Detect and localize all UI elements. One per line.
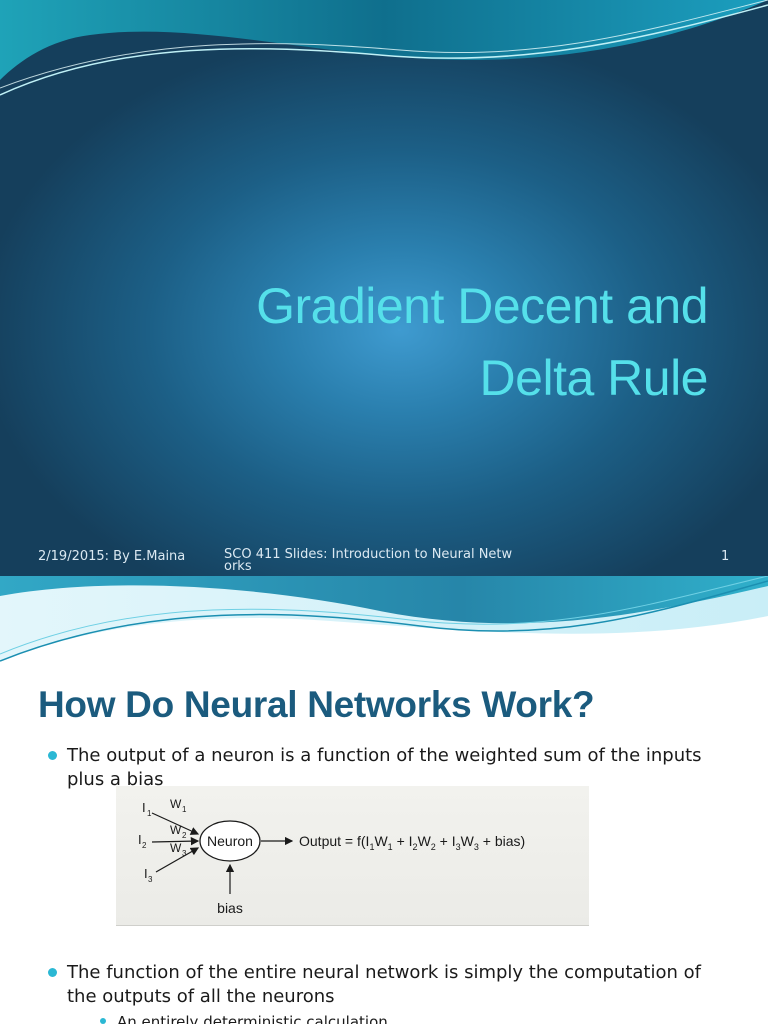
svg-text:3: 3 [182,849,187,858]
neuron-diagram: I 1 I 2 I 3 W 1 W 2 W 3 Neuron bias [116,786,589,926]
sub-bullet-icon [100,1018,106,1024]
bias-label: bias [217,900,243,916]
neuron-node [199,820,261,862]
bullet-text: The output of a neuron is a function of … [67,745,702,790]
input-label-i3: I [144,866,148,881]
input-arrow [151,836,200,846]
slide-title: Gradient Decent and Delta Rule [88,270,708,414]
bullet-icon [48,751,57,760]
footer-course: SCO 411 Slides: Introduction to Neural N… [224,547,513,574]
weight-label-w1: W [170,797,182,811]
input-label-i2: I [138,832,142,847]
slide-title: How Do Neural Networks Work? [38,684,595,725]
slide-footer: 2/19/2015: By E.Maina SCO 411 Slides: In… [0,547,768,575]
svg-text:1: 1 [182,805,187,814]
sub-bullet-text: An entirely deterministic calculation [117,1013,388,1024]
weight-label-w3: W [170,841,182,855]
title-slide: Gradient Decent and Delta Rule 2/19/2015… [0,0,768,576]
header-wave-decoration [0,0,768,96]
content-slide: How Do Neural Networks Work? The output … [0,576,768,1024]
header-wave-decoration [0,576,768,662]
footer-date-author: 2/19/2015: By E.Maina [38,549,186,564]
neuron-label: Neuron [207,833,253,849]
output-formula: Output = f(I1W1 + I2W2 + I3W3 + bias) [299,833,525,852]
input-arrow [155,847,200,873]
input-arrow [151,812,200,835]
svg-text:3: 3 [148,875,153,884]
title-line-1: Gradient Decent and [256,278,708,334]
input-label-i1: I [142,800,146,815]
neuron-diagram-svg: I 1 I 2 I 3 W 1 W 2 W 3 Neuron bias [138,797,525,916]
footer-page-number: 1 [721,549,730,564]
svg-text:2: 2 [142,841,147,850]
svg-text:2: 2 [182,831,187,840]
bullet-text: The function of the entire neural networ… [67,962,701,1007]
title-line-2: Delta Rule [479,350,709,406]
bullet-icon [48,968,57,977]
svg-text:1: 1 [147,809,152,818]
weight-label-w2: W [170,823,182,837]
